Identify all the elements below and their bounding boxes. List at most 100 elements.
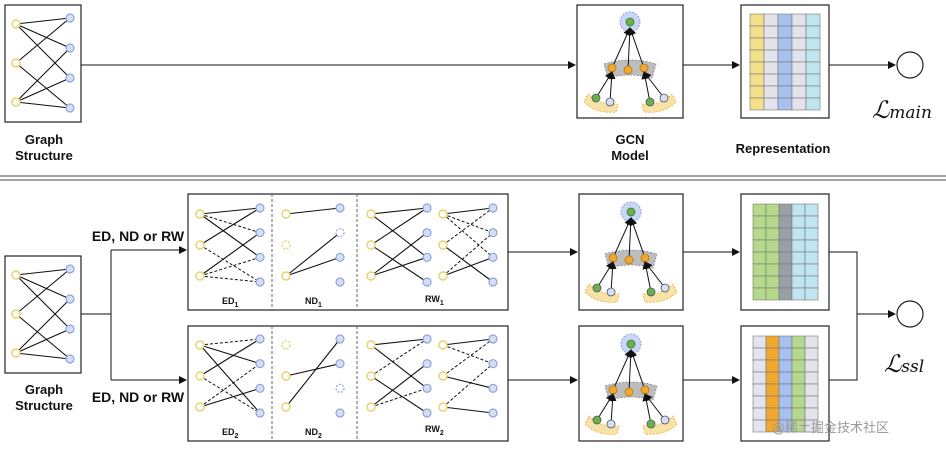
embedding-cell xyxy=(763,61,779,75)
graph-edge xyxy=(15,313,71,360)
embedding-cell xyxy=(804,395,819,409)
main-graph-structure-label: Graph Structure xyxy=(15,132,73,163)
embedding-cell xyxy=(752,371,767,385)
graph-edge xyxy=(199,344,261,414)
target-node xyxy=(626,339,636,349)
embedding-cell xyxy=(749,49,765,63)
user-node xyxy=(11,19,21,29)
user-node xyxy=(366,402,376,412)
item-node xyxy=(422,228,432,238)
embedding-cell xyxy=(804,215,819,229)
user-node xyxy=(11,309,21,319)
graph-edge-dropped xyxy=(442,207,494,246)
user-node xyxy=(366,209,376,219)
aug-graphs-bottom xyxy=(195,334,498,418)
embedding-cell xyxy=(804,203,819,217)
embedding-cell xyxy=(778,371,793,385)
graph-edge xyxy=(370,213,428,258)
item-node xyxy=(335,383,345,393)
embedding-cell xyxy=(805,13,821,27)
hidden-node xyxy=(624,255,634,265)
embedding-cell xyxy=(763,73,779,87)
item-node xyxy=(255,203,265,213)
graph-edge xyxy=(285,232,341,277)
graph-edge-dropped xyxy=(442,213,494,258)
embedding-cell xyxy=(791,49,807,63)
hidden-node xyxy=(640,385,650,395)
main-representation-matrix xyxy=(749,13,821,111)
graph-edge xyxy=(199,213,261,258)
gcn-edge xyxy=(608,261,617,293)
embedding-cell xyxy=(777,37,793,51)
embedding-cell xyxy=(791,227,806,241)
gcn-edge xyxy=(629,217,646,259)
label-ed2: ED2 xyxy=(222,427,239,440)
item-node xyxy=(335,359,345,369)
embedding-cell xyxy=(752,263,767,277)
ssl-branch-label-top: ED, ND or RW xyxy=(91,228,185,244)
embedding-cell xyxy=(778,227,793,241)
item-node xyxy=(65,73,75,83)
user-node xyxy=(281,271,291,281)
user-node xyxy=(281,209,291,219)
graph-edge xyxy=(15,23,71,79)
gcn-edge xyxy=(628,27,645,69)
embedding-cell xyxy=(805,61,821,75)
gcn-edge xyxy=(608,393,617,425)
graph-edge xyxy=(285,207,341,215)
embedding-cell xyxy=(752,239,767,253)
item-node xyxy=(255,228,265,238)
graph-edge xyxy=(15,101,71,109)
item-node xyxy=(335,277,345,287)
embedding-cell xyxy=(804,263,819,277)
graph-edge xyxy=(15,17,71,25)
embedding-cell xyxy=(791,97,807,111)
ssl-graph-structure-label: Graph Structure xyxy=(15,382,73,413)
item-node xyxy=(422,277,432,287)
user-node xyxy=(195,271,205,281)
embedding-cell xyxy=(752,419,767,433)
embedding-cell xyxy=(804,347,819,361)
graph-edge-dropped xyxy=(199,363,261,408)
embedding-cell xyxy=(765,251,780,265)
graph-edge xyxy=(15,268,71,276)
embedding-cell xyxy=(765,215,780,229)
embedding-cell xyxy=(778,275,793,289)
graph-edge xyxy=(199,344,261,365)
ssl-rep-matrix-bottom xyxy=(752,335,819,433)
embedding-cell xyxy=(763,37,779,51)
user-node xyxy=(281,371,291,381)
embedding-cell xyxy=(778,359,793,373)
graph-edge xyxy=(370,207,428,246)
item-node xyxy=(335,203,345,213)
graph-edge xyxy=(370,363,428,408)
input-node xyxy=(606,419,616,429)
graph-edge xyxy=(285,363,341,377)
user-node xyxy=(281,402,291,412)
embedding-cell xyxy=(752,407,767,421)
input-node xyxy=(645,97,655,107)
graph-edge xyxy=(199,232,261,277)
user-node xyxy=(195,240,205,250)
watermark: @稀土掘金技术社区 xyxy=(772,421,890,436)
embedding-cell xyxy=(763,25,779,39)
user-node xyxy=(11,270,21,280)
item-node xyxy=(65,103,75,113)
graph-edge xyxy=(15,352,71,360)
item-node xyxy=(422,334,432,344)
item-node xyxy=(255,252,265,262)
embedding-cell xyxy=(777,85,793,99)
embedding-cell xyxy=(778,251,793,265)
item-node xyxy=(488,252,498,262)
join-lines xyxy=(829,251,858,381)
embedding-cell xyxy=(805,37,821,51)
hidden-node xyxy=(608,385,618,395)
ssl-branch-label-bottom: ED, ND or RW xyxy=(91,389,185,405)
embedding-cell xyxy=(749,25,765,39)
embedding-cell xyxy=(804,359,819,373)
embedding-cell xyxy=(804,227,819,241)
hidden-node xyxy=(640,253,650,263)
user-node xyxy=(366,240,376,250)
embedding-cell xyxy=(765,395,780,409)
